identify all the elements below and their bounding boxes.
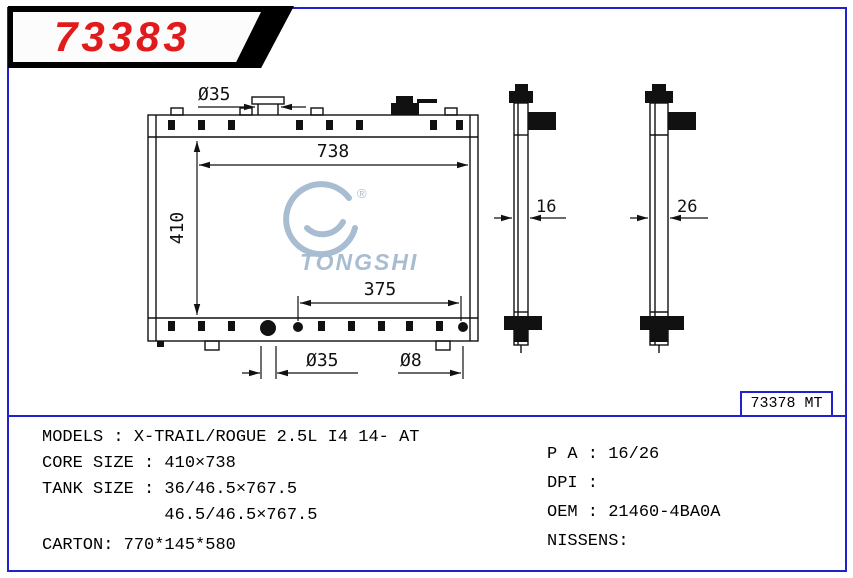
spec-row-carton: CARTON: 770*145*580: [42, 533, 419, 559]
side-view-right-fittings: [640, 84, 696, 342]
spec-row-tank-size-2: 46.5/46.5×767.5: [42, 503, 419, 529]
side-view-right: [649, 102, 669, 353]
dimension-labels: Ø35 738 410 375 Ø35 Ø8 16 26: [167, 84, 697, 371]
spec-row-dpi: DPI :: [547, 469, 720, 498]
registered-trademark-icon: ®: [357, 186, 367, 201]
spec-tank-label: TANK SIZE :: [42, 480, 165, 499]
spec-pa-value: 16/26: [608, 445, 660, 464]
dim-label-drain: Ø8: [400, 350, 422, 371]
spec-row-models: MODELS : X-TRAIL/ROGUE 2.5L I4 14- AT: [42, 425, 419, 451]
spec-pa-label: P A :: [547, 445, 609, 464]
banner-inner-panel: [13, 12, 261, 62]
dim-label-thickness-right: 26: [677, 197, 697, 217]
spec-column-right: P A : 16/26 DPI : OEM : 21460-4BA0A NISS…: [547, 440, 720, 556]
front-view: [147, 96, 479, 351]
filler-cap: [391, 103, 419, 115]
spec-carton-label: CARTON:: [42, 536, 124, 555]
spec-column-left: MODELS : X-TRAIL/ROGUE 2.5L I4 14- AT CO…: [42, 425, 419, 559]
dim-label-bottom-pipe: Ø35: [306, 350, 339, 371]
spec-row-core-size: CORE SIZE : 410×738: [42, 451, 419, 477]
reference-code-box: 73378 MT: [740, 391, 833, 417]
bottom-outlet-pipe: [260, 320, 276, 336]
part-number-banner: 73383: [8, 6, 294, 68]
spec-row-oem: OEM : 21460-4BA0A: [547, 498, 720, 527]
spec-tank-value-1: 36/46.5×767.5: [164, 480, 298, 499]
dim-label-top-pipe: Ø35: [198, 84, 231, 105]
side-view-left-fittings: [504, 84, 556, 342]
side-view-left: [513, 102, 529, 353]
spec-oem-value: 21460-4BA0A: [608, 503, 721, 522]
tongshi-logo: ® TONGSHI: [283, 181, 418, 275]
reference-code: 73378 MT: [750, 395, 823, 412]
tongshi-logo-text: TONGSHI: [300, 249, 418, 275]
drain-plug: [293, 322, 303, 332]
part-number: 73383: [54, 13, 191, 60]
dim-label-bottom-span: 375: [364, 279, 397, 300]
spec-core-label: CORE SIZE :: [42, 454, 165, 473]
dim-label-thickness-left: 16: [536, 197, 556, 217]
spec-nissens-label: NISSENS:: [547, 532, 629, 551]
dim-label-width: 738: [317, 141, 350, 162]
front-view-dimensions: [193, 103, 468, 379]
spec-row-pa: P A : 16/26: [547, 440, 720, 469]
tongshi-logo-icon: [283, 181, 358, 258]
spec-dpi-label: DPI :: [547, 474, 609, 493]
dim-label-height: 410: [167, 212, 188, 245]
spec-row-nissens: NISSENS:: [547, 527, 720, 556]
front-view-fittings: [157, 96, 468, 347]
spec-tank-value-2: 46.5/46.5×767.5: [164, 506, 318, 525]
spec-divider-line: [7, 415, 847, 417]
spec-carton-value: 770*145*580: [123, 536, 236, 555]
spec-models-label: MODELS :: [42, 428, 134, 447]
spec-core-value: 410×738: [164, 454, 236, 473]
spec-oem-label: OEM :: [547, 503, 609, 522]
spec-row-tank-size: TANK SIZE : 36/46.5×767.5: [42, 477, 419, 503]
spec-models-value: X-TRAIL/ROGUE 2.5L I4 14- AT: [133, 428, 420, 447]
